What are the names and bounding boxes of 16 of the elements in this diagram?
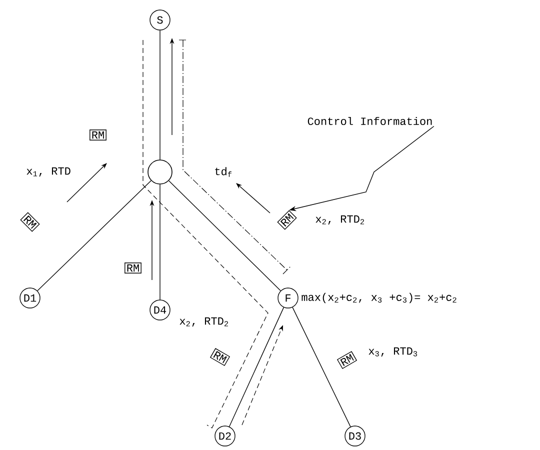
link-line: [292, 306, 351, 428]
rm-box: RM: [277, 210, 297, 230]
network-node-circle: [148, 160, 172, 184]
annotation-text: x$_{2}$, RTD$_{2}$: [316, 215, 364, 225]
rm-box: RM: [124, 262, 142, 274]
annotation-text: td$_{f}$: [215, 167, 232, 177]
rm-box: RM: [20, 212, 40, 232]
link-line: [37, 180, 152, 292]
annotation-text: x$_{2}$, RTD$_{2}$: [180, 317, 228, 327]
annotation-text: max(x$_{2}$+c$_{2}$, x$_{3}$ +c$_{3}$)= x$_{2}$+c$_{2}$: [302, 292, 456, 304]
rm-box: RM: [90, 130, 106, 140]
annotation-text: x$_{1}$, RTD: [26, 167, 70, 177]
annotation-text: x$_{3}$, RTD$_{3}$: [368, 347, 418, 357]
link-line: [228, 307, 284, 427]
link-line: [168, 180, 281, 292]
control-information-label: Control Information: [308, 116, 432, 126]
